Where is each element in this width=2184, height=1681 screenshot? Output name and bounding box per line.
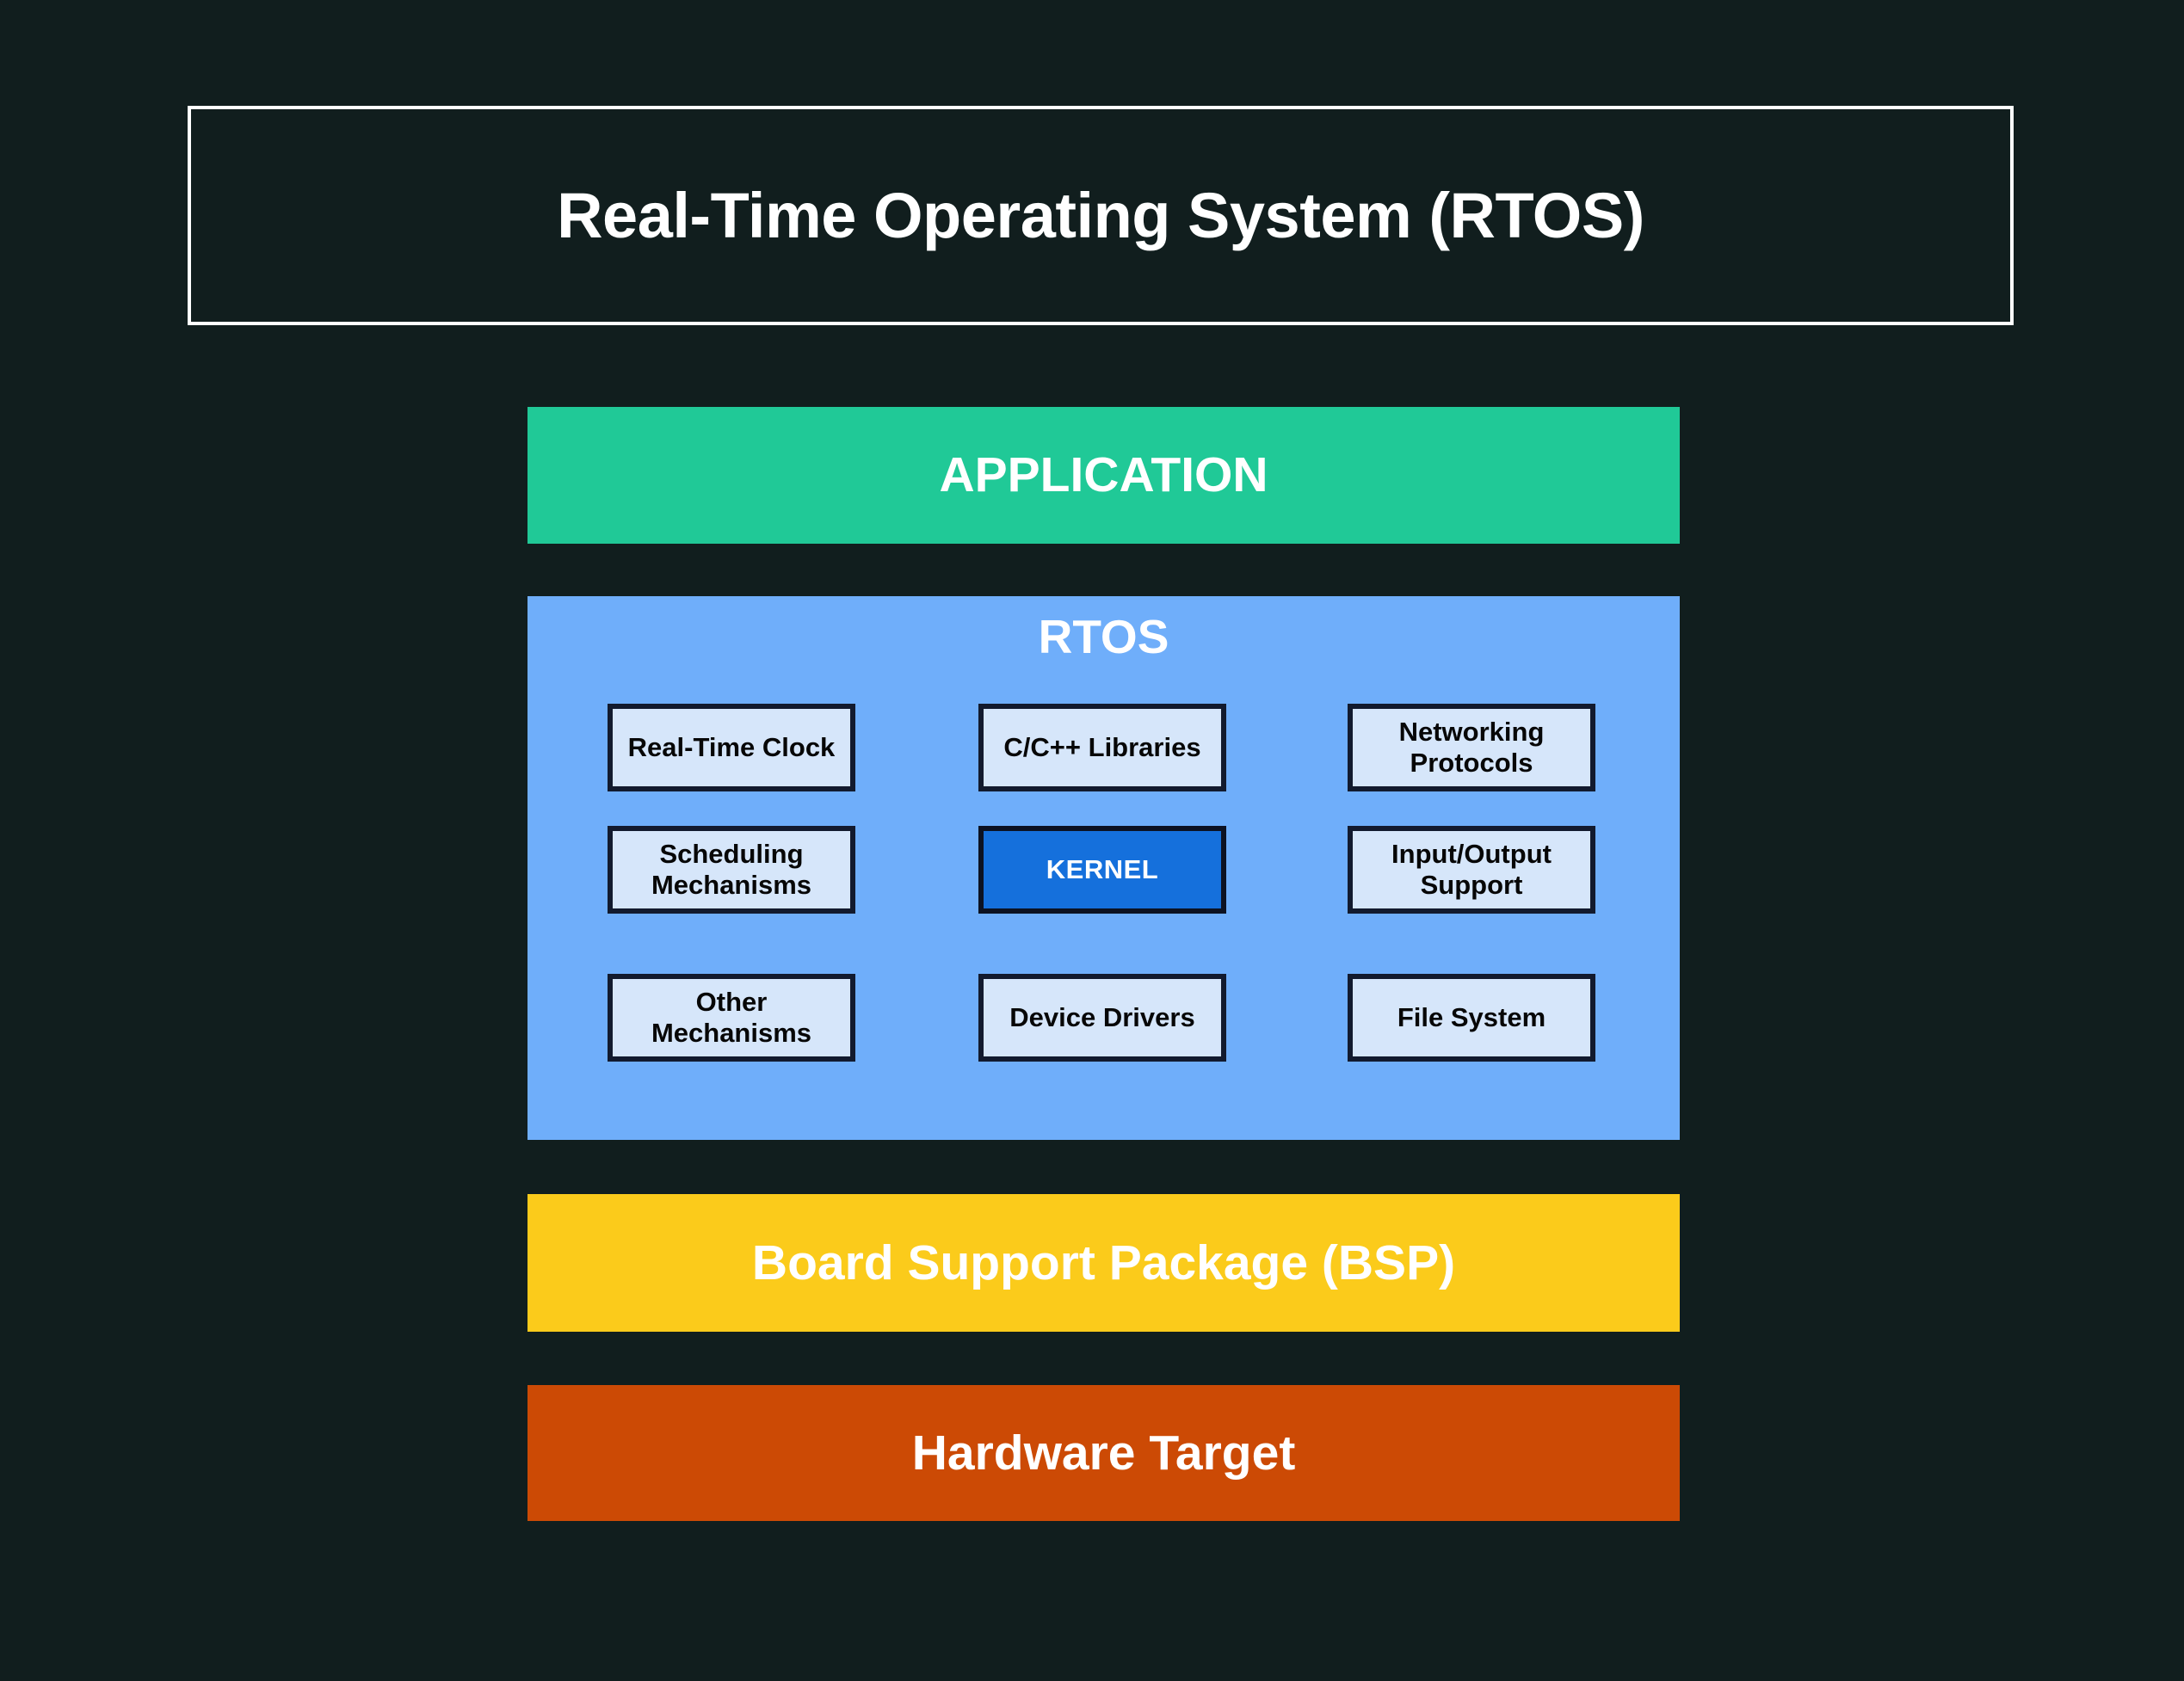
title-box: Real-Time Operating System (RTOS) [188, 106, 2014, 325]
layer-application-label: APPLICATION [939, 447, 1268, 503]
rtos-component-label: C/C++ Libraries [1003, 732, 1201, 763]
rtos-component-scheduling-mechanisms[interactable]: Scheduling Mechanisms [608, 826, 855, 914]
rtos-component-label: Other Mechanisms [651, 987, 812, 1048]
rtos-component-device-drivers[interactable]: Device Drivers [978, 974, 1226, 1062]
rtos-component-networking-protocols[interactable]: Networking Protocols [1348, 704, 1595, 791]
layer-hardware-label: Hardware Target [911, 1425, 1296, 1481]
layer-bsp-label: Board Support Package (BSP) [751, 1235, 1456, 1290]
layer-hardware-target: Hardware Target [527, 1385, 1680, 1521]
rtos-component-row: Scheduling Mechanisms KERNEL Input/Outpu… [527, 826, 1680, 914]
layer-application: APPLICATION [527, 407, 1680, 544]
rtos-component-label: Networking Protocols [1398, 717, 1545, 778]
rtos-component-label: Input/Output Support [1391, 839, 1552, 900]
rtos-component-c-cpp-libraries[interactable]: C/C++ Libraries [978, 704, 1226, 791]
rtos-component-input-output-support[interactable]: Input/Output Support [1348, 826, 1595, 914]
rtos-component-kernel[interactable]: KERNEL [978, 826, 1226, 914]
rtos-component-label: KERNEL [1046, 854, 1159, 885]
rtos-component-row: Real-Time Clock C/C++ Libraries Networki… [527, 704, 1680, 791]
rtos-component-label: Real-Time Clock [627, 732, 836, 763]
page-title: Real-Time Operating System (RTOS) [557, 179, 1644, 251]
rtos-component-real-time-clock[interactable]: Real-Time Clock [608, 704, 855, 791]
rtos-component-row: Other Mechanisms Device Drivers File Sys… [527, 974, 1680, 1062]
layer-rtos-label: RTOS [1038, 610, 1169, 663]
rtos-component-label: File System [1397, 1002, 1546, 1033]
rtos-component-label: Device Drivers [1009, 1002, 1195, 1033]
layer-board-support-package: Board Support Package (BSP) [527, 1194, 1680, 1332]
rtos-component-file-system[interactable]: File System [1348, 974, 1595, 1062]
rtos-component-other-mechanisms[interactable]: Other Mechanisms [608, 974, 855, 1062]
layer-rtos: RTOS Real-Time Clock C/C++ Libraries Net… [527, 596, 1680, 1140]
rtos-component-label: Scheduling Mechanisms [651, 839, 812, 900]
